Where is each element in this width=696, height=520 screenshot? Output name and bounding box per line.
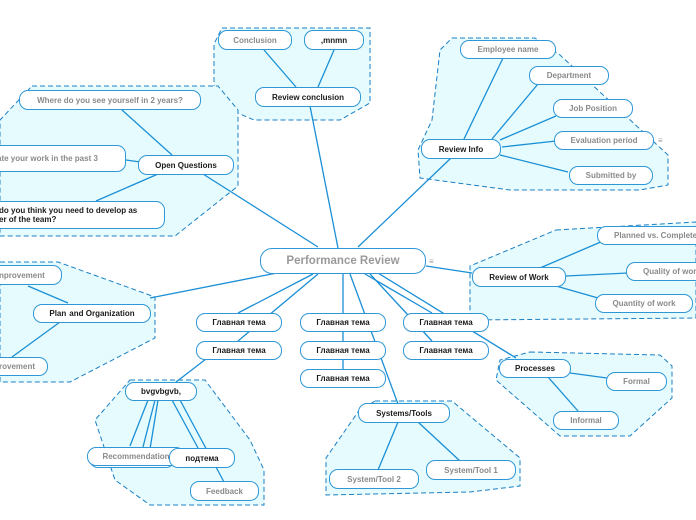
node-topic-4[interactable]: Главная тема [300, 341, 386, 360]
link-systems-tool2 [377, 421, 399, 471]
node-department[interactable]: Department [529, 66, 609, 85]
link-bv-podtema [171, 399, 199, 449]
link-central-topic1 [237, 273, 314, 314]
node-quantity-of-work[interactable]: Quantity of work [595, 294, 693, 313]
node-rovement-label: rovement [0, 362, 36, 371]
link-processes-informal [547, 376, 579, 412]
node-system-tool-2[interactable]: System/Tool 2 [329, 469, 419, 489]
link-central-systems [349, 273, 399, 405]
link-info-employee [463, 57, 504, 140]
link-bv-extra [129, 399, 149, 447]
link-work-quantity [555, 285, 599, 299]
node-rate-your-work-label: ate your work in the past 3 [0, 154, 98, 163]
link-bv-feedback [179, 399, 225, 483]
central-topic[interactable]: Performance Review [260, 248, 426, 274]
node-rate-your-work[interactable]: ate your work in the past 3 [0, 145, 126, 172]
node-quality-of-work-label: Quality of wor [643, 267, 696, 276]
node-topic-2[interactable]: Главная тема [196, 341, 282, 360]
node-organization-label: and Organization [69, 309, 135, 318]
node-develop-team-line1: do you think you need to develop as [0, 206, 138, 215]
node-planned-vs-complete-label: Planned vs. Complete [614, 231, 696, 240]
link-info-job [499, 115, 557, 141]
link-systems-tool1 [417, 421, 461, 462]
node-review-of-work[interactable]: Review of Work [472, 267, 566, 287]
node-bvgvbgvb[interactable]: bvgvbgvb, [125, 382, 197, 401]
node-where-2-years[interactable]: Where do you see yourself in 2 years? [19, 90, 201, 110]
link-bv-rec2 [149, 399, 159, 450]
node-systems-tools[interactable]: Systems/Tools [358, 403, 450, 423]
link-central-review-info [357, 157, 452, 248]
node-review-conclusion[interactable]: Review conclusion [255, 87, 361, 107]
node-planned-vs-complete[interactable]: Planned vs. Complete [597, 226, 696, 245]
link-topic2-bvgvbgvb [175, 358, 207, 383]
node-employee-name[interactable]: Employee name [460, 40, 556, 59]
link-plan-rovement [11, 321, 61, 358]
node-podtema[interactable]: подтема [169, 448, 235, 468]
link-central-open-questions [202, 173, 319, 248]
menu-icon[interactable]: ≡ [429, 257, 434, 266]
link-work-quality [565, 272, 629, 277]
node-open-questions[interactable]: Open Questions [138, 155, 234, 175]
node-mnmn[interactable]: ,mnmn [304, 30, 364, 50]
link-info-evaluation [501, 140, 557, 148]
node-develop-team-line2: er of the team? [0, 215, 57, 224]
node-informal[interactable]: Informal [553, 411, 619, 430]
link-work-planned [539, 240, 604, 269]
node-recommendation[interactable]: Recommendation [87, 447, 185, 466]
node-submitted-by[interactable]: Submitted by [569, 166, 653, 185]
link-oq-where [121, 109, 173, 156]
node-develop-team[interactable]: do you think you need to develop as er o… [0, 201, 165, 229]
link-oq-develop [95, 173, 159, 202]
node-improvement[interactable]: nprovement [0, 265, 62, 285]
link-conclusion-child2 [317, 49, 335, 88]
node-processes[interactable]: Processes [499, 359, 571, 378]
node-topic-1[interactable]: Главная тема [196, 313, 282, 332]
node-formal[interactable]: Formal [606, 372, 667, 391]
zone-bvgvbgvb [94, 379, 265, 506]
link-processes-formal [569, 372, 608, 379]
link-central-conclusion [309, 105, 339, 249]
link-conclusion-child1 [263, 49, 297, 88]
node-plan-label: Plan [49, 309, 67, 318]
link-plan-improvement [27, 285, 69, 304]
link-central-plan [149, 271, 283, 299]
node-topic-5[interactable]: Главная тема [300, 369, 386, 388]
node-conclusion[interactable]: Conclusion [218, 30, 292, 50]
link-oq-rate [125, 159, 141, 163]
menu-icon[interactable]: ≡ [658, 136, 663, 145]
node-topic-6[interactable]: Главная тема [403, 313, 489, 332]
node-quality-of-work[interactable]: Quality of wor [626, 262, 696, 281]
node-evaluation-period[interactable]: Evaluation period [554, 131, 654, 150]
node-system-tool-1[interactable]: System/Tool 1 [426, 460, 516, 480]
node-topic-3[interactable]: Главная тема [300, 313, 386, 332]
node-job-position[interactable]: Job Position [553, 99, 633, 118]
boundary-zones [0, 27, 696, 506]
node-plan-organization[interactable]: Plan and Organization [33, 304, 151, 323]
node-rovement[interactable]: rovement [0, 357, 48, 376]
link-central-review-of-work [425, 265, 473, 274]
link-info-submitted [499, 154, 569, 173]
node-improvement-label: nprovement [0, 270, 45, 280]
link-info-department [491, 83, 539, 140]
node-topic-7[interactable]: Главная тема [403, 341, 489, 360]
link-bv-rec1 [142, 399, 156, 448]
node-feedback[interactable]: Feedback [190, 481, 259, 501]
node-review-info[interactable]: Review Info [421, 139, 501, 159]
